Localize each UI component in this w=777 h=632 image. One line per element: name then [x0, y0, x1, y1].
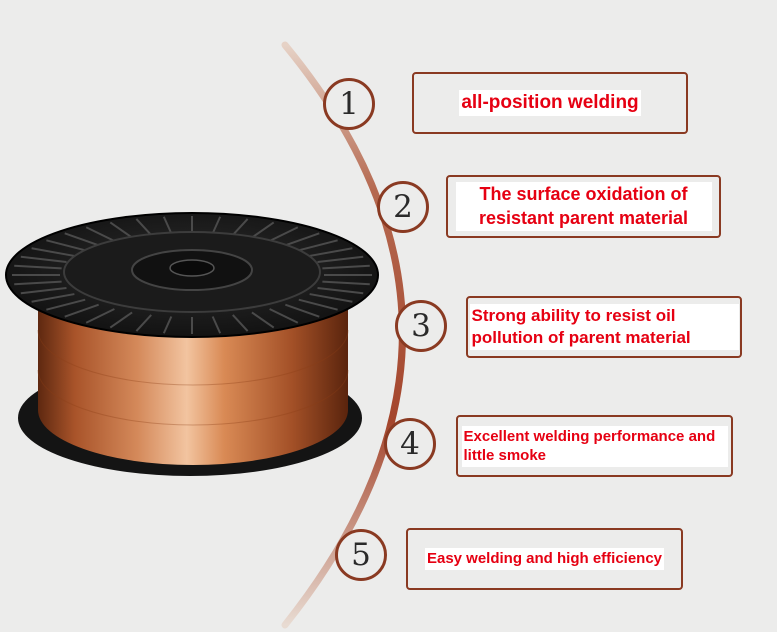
feature-number-2: 2: [377, 181, 429, 233]
feature-box-5: Easy welding and high efficiency: [406, 528, 683, 590]
feature-text-2: The surface oxidation of resistant paren…: [455, 182, 712, 231]
feature-number-4: 4: [384, 418, 436, 470]
feature-box-2: The surface oxidation of resistant paren…: [446, 175, 721, 238]
feature-text-3: Strong ability to resist oil pollution o…: [469, 303, 739, 351]
feature-box-3: Strong ability to resist oil pollution o…: [466, 296, 742, 358]
feature-number-5: 5: [335, 529, 387, 581]
feature-number-1: 1: [323, 78, 375, 130]
feature-box-1: all-position welding: [412, 72, 688, 134]
feature-number-3: 3: [395, 300, 447, 352]
feature-text-1: all-position welding: [459, 89, 641, 117]
feature-box-4: Excellent welding performance and little…: [456, 415, 733, 477]
feature-text-4: Excellent welding performance and little…: [461, 425, 728, 467]
feature-text-5: Easy welding and high efficiency: [424, 548, 665, 570]
